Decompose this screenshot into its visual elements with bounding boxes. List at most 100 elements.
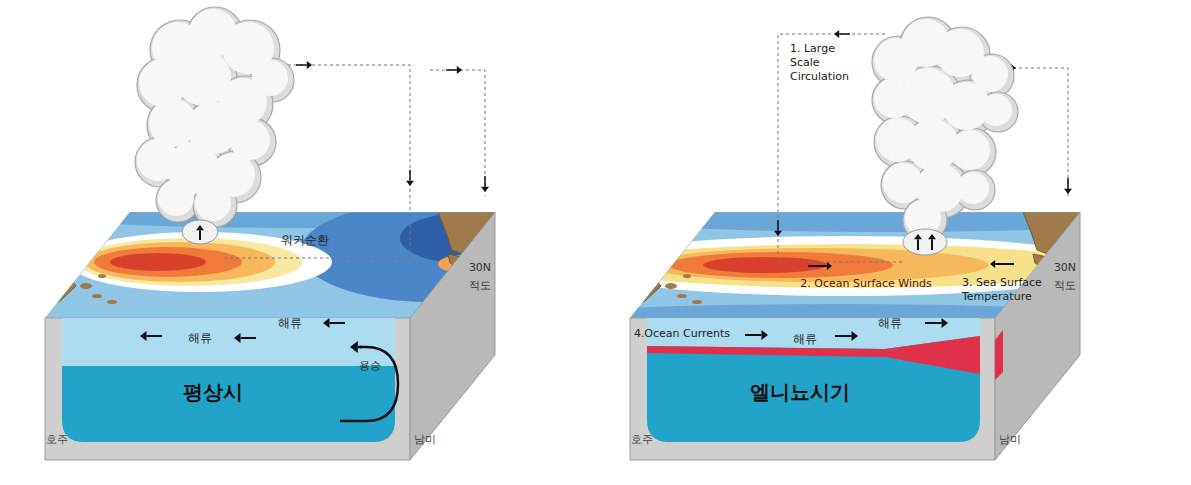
- surface-water: [62, 318, 395, 366]
- arrow-shaft: [745, 334, 762, 336]
- arrow-shaft: [358, 346, 362, 349]
- arrow-head: [350, 341, 358, 353]
- land: [448, 254, 472, 273]
- panel-title: 엘니뇨시기: [750, 380, 850, 405]
- thermocline: [995, 330, 1003, 380]
- continent-label: 호주: [631, 433, 653, 447]
- arrow-shaft: [931, 239, 933, 250]
- overlay: [135, 7, 1072, 421]
- arrow-head: [406, 181, 414, 186]
- continent-label: 남미: [414, 433, 436, 447]
- arrow-head: [928, 234, 936, 239]
- block-front: [630, 318, 995, 460]
- island: [683, 274, 691, 278]
- land: [1023, 212, 1080, 254]
- cloud-puff: [957, 172, 989, 204]
- current-label: 해류: [793, 332, 817, 347]
- deep-water: [62, 318, 395, 442]
- arrow-shaft: [808, 265, 827, 267]
- temperature-band: [575, 304, 1095, 324]
- latitude-label: 30N: [1054, 261, 1076, 275]
- temperature-band: [669, 252, 893, 278]
- arrow-head: [140, 331, 147, 341]
- island: [677, 294, 687, 298]
- temperature-band: [85, 242, 275, 282]
- cloud-puff: [955, 170, 995, 210]
- arrow-shaft: [995, 263, 1014, 265]
- cloud-puff: [158, 180, 194, 216]
- island: [692, 300, 702, 304]
- temperature-band: [94, 247, 242, 277]
- temperature-band: [110, 253, 206, 271]
- callout-label: 3. Sea Surface Temperature: [962, 276, 1042, 304]
- block-front: [45, 318, 410, 460]
- panel-title: 평상시: [183, 380, 243, 405]
- arrow-head: [323, 318, 330, 328]
- arrow-shaft: [147, 335, 163, 337]
- arrow-head: [457, 66, 462, 74]
- elnino-block: [575, 200, 1185, 460]
- arrow-head: [762, 330, 769, 340]
- island: [80, 283, 92, 289]
- normal-block: [40, 200, 560, 460]
- block-edge: [45, 212, 495, 318]
- block-edge: [630, 212, 1080, 318]
- arrow-head: [774, 231, 782, 236]
- arrow-head: [234, 333, 241, 343]
- temperature-band: [78, 238, 302, 286]
- arrow-head: [827, 262, 832, 270]
- land: [438, 212, 495, 254]
- land: [45, 243, 76, 306]
- continent-label: 남미: [999, 433, 1021, 447]
- cloud: [135, 7, 294, 227]
- arrow-head: [1064, 189, 1072, 194]
- equator-label: 적도: [1054, 279, 1076, 293]
- island: [665, 283, 677, 289]
- arrow-shaft: [917, 239, 919, 250]
- arrow-head: [834, 30, 839, 38]
- circulation-line: [430, 70, 485, 196]
- cloud-puff: [980, 94, 1012, 126]
- arrow-head: [990, 260, 995, 268]
- land: [630, 243, 661, 306]
- current-label: 해류: [188, 331, 212, 346]
- arrow-shaft: [446, 69, 457, 71]
- callout-label: 4.Ocean Currents: [634, 327, 730, 341]
- arrow-head: [914, 234, 922, 239]
- arrow-shaft: [835, 335, 852, 337]
- cloud-base: [903, 229, 947, 255]
- latitude-label: 30N: [469, 261, 491, 275]
- arrow-head: [852, 331, 859, 341]
- arrow-head: [481, 187, 489, 192]
- arrow-shaft: [409, 170, 411, 181]
- upwelling-arrow: [340, 347, 398, 421]
- arrow-head: [307, 61, 312, 69]
- arrow-shaft: [330, 322, 346, 324]
- current-label: 해류: [278, 316, 302, 331]
- cloud: [872, 17, 1018, 242]
- callout-label: 2. Ocean Surface Winds: [800, 277, 931, 291]
- temperature-band: [300, 202, 560, 302]
- continent-label: 호주: [46, 433, 68, 447]
- arrow-shaft: [199, 230, 201, 240]
- arrow-head: [196, 225, 204, 230]
- temperature-band: [400, 212, 540, 264]
- equator-label: 적도: [469, 279, 491, 293]
- callout-label: 1. Large Scale Circulation: [790, 42, 862, 83]
- arrow-shaft: [925, 322, 942, 324]
- circulation-label: 워커순환: [281, 233, 329, 248]
- upwelling-label: 용승: [359, 359, 381, 373]
- arrow-shaft: [484, 176, 486, 187]
- temperature-band: [585, 200, 1185, 232]
- island: [107, 300, 117, 304]
- current-label: 해류: [878, 316, 902, 331]
- arrow-head: [942, 318, 949, 328]
- cloud-puff: [950, 130, 990, 170]
- arrow-shaft: [777, 220, 779, 231]
- arrow-shaft: [296, 64, 307, 66]
- island: [92, 294, 102, 298]
- arrow-shaft: [1067, 178, 1069, 189]
- temperature-band: [703, 257, 827, 273]
